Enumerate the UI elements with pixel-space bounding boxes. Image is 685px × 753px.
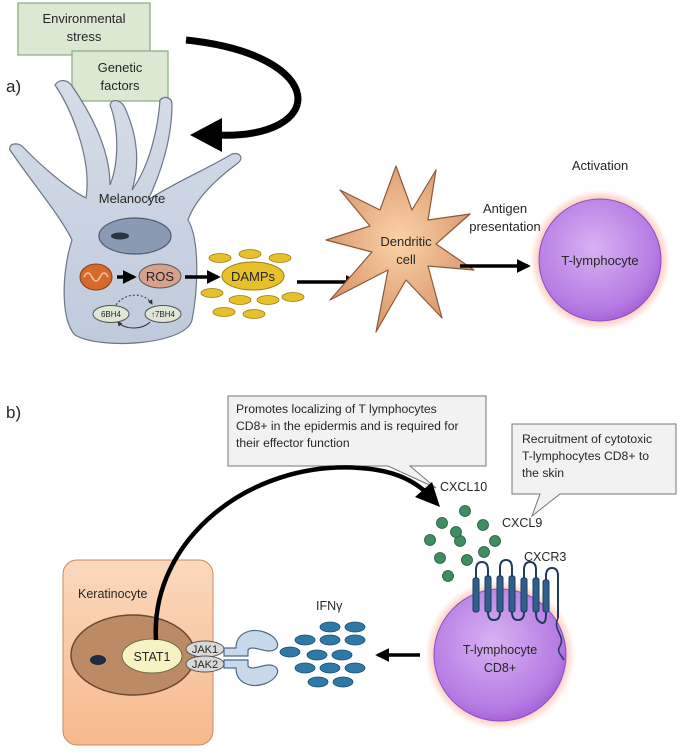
tcell-a — [538, 198, 662, 322]
keratinocyte-label: Keratinocyte — [78, 587, 148, 601]
tcell-a-label: T-lymphocyte — [561, 253, 638, 268]
stat1-label: STAT1 — [133, 650, 170, 664]
activation-label: Activation — [572, 158, 628, 173]
melanocyte-cell — [9, 80, 242, 344]
ros-node — [138, 263, 182, 289]
cxcr3-label: CXCR3 — [524, 550, 566, 564]
callout-cxcl10 — [227, 395, 487, 489]
stress-arrowhead — [190, 118, 222, 152]
callout-cxcl9 — [511, 423, 677, 518]
ifn-particles — [279, 621, 366, 688]
mitochondrion-cristae — [83, 272, 109, 282]
ifn-receptor-upper — [223, 629, 279, 657]
cxcl9-label: CXCL9 — [502, 516, 542, 530]
dendritic-cell — [325, 165, 475, 333]
melanocyte-nucleus — [98, 217, 172, 255]
ifn-label: IFNγ — [316, 599, 343, 613]
ros-label: ROS — [146, 269, 175, 284]
6bh4-label: 6BH4 — [101, 310, 122, 319]
ifn-receptor-lower — [223, 659, 279, 687]
mitochondrion-icon — [79, 263, 113, 291]
panel-b-label: b) — [6, 403, 21, 422]
damps-particles — [200, 249, 305, 319]
cxcr3-receptor-loops — [475, 558, 559, 624]
7bh4-label: ↑7BH4 — [151, 310, 176, 319]
cxcl10-label: CXCL10 — [440, 480, 487, 494]
damps-label: DAMPs — [231, 269, 276, 284]
nucleolus — [111, 232, 129, 240]
6bh4-node — [92, 305, 130, 323]
stat1-arrowhead — [415, 482, 440, 507]
bh4-solid-arrow — [117, 321, 151, 329]
chemokine-particles — [424, 505, 501, 582]
jak2-label: JAK2 — [192, 659, 218, 671]
stress-curved-arrow — [185, 36, 302, 139]
panel-a-label: a) — [6, 77, 21, 96]
7bh4-node — [144, 305, 182, 323]
damps-node — [221, 261, 285, 291]
stat1-node — [121, 638, 183, 674]
melanocyte-label: Melanocyte — [99, 191, 165, 206]
keratinocyte-nucleolus — [90, 655, 106, 665]
cxcr3-tail — [555, 617, 565, 661]
genetic-factors-box — [71, 50, 169, 102]
stat1-to-cxcl10-arrow — [153, 465, 432, 641]
jak1-label: JAK1 — [192, 644, 218, 656]
environmental-stress-box — [17, 2, 151, 56]
bh4-dashed-arrow — [115, 294, 153, 306]
cxcr3-helices — [472, 575, 550, 613]
